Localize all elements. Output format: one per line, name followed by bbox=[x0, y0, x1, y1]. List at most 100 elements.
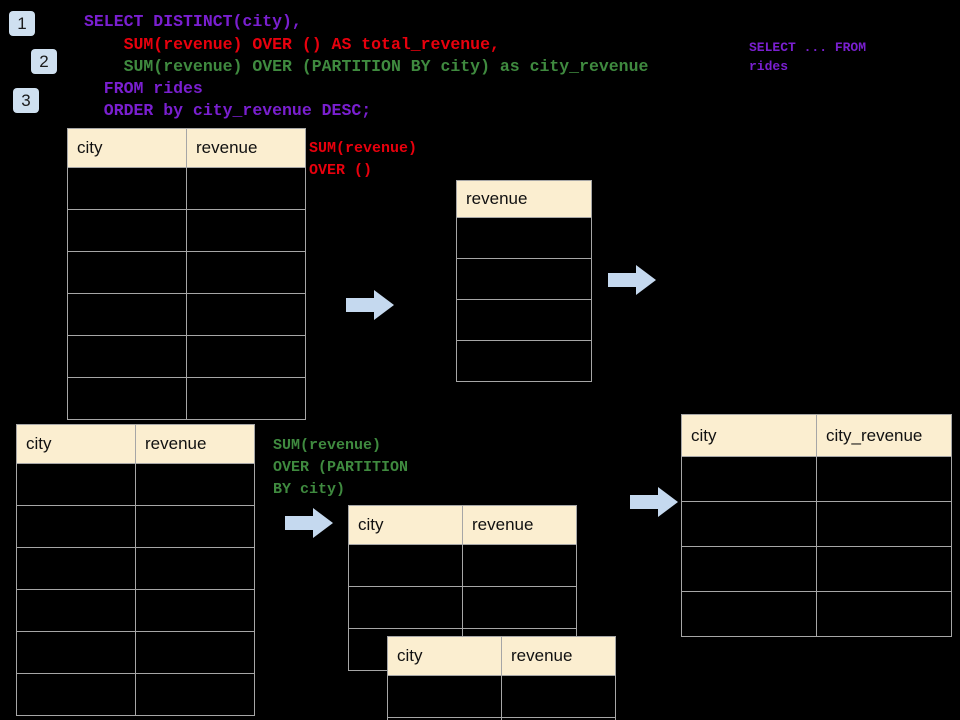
table-row bbox=[16, 463, 255, 506]
table-header-row: city revenue bbox=[67, 128, 306, 168]
side-note-line-2: rides bbox=[749, 59, 789, 74]
cell-city bbox=[16, 547, 136, 590]
final-result-table: city city_revenue bbox=[681, 414, 952, 637]
table-row bbox=[16, 547, 255, 590]
table-row bbox=[67, 293, 306, 336]
column-header-city-revenue: city_revenue bbox=[816, 414, 952, 457]
table-row bbox=[67, 251, 306, 294]
table-row bbox=[67, 377, 306, 420]
cell-city-revenue bbox=[816, 546, 952, 592]
table-row bbox=[681, 501, 952, 547]
annotation-total-revenue: SUM(revenue) OVER () bbox=[309, 140, 418, 179]
cell-city bbox=[67, 377, 187, 420]
sql-line-select-distinct: SELECT DISTINCT(city), bbox=[84, 12, 302, 31]
table-row bbox=[681, 546, 952, 592]
cell-revenue bbox=[501, 675, 616, 718]
cell-city-revenue bbox=[816, 501, 952, 547]
cell-city bbox=[681, 456, 817, 502]
table-row bbox=[67, 167, 306, 210]
cell-city bbox=[681, 501, 817, 547]
cell-revenue bbox=[462, 544, 577, 587]
table-row bbox=[387, 717, 616, 720]
table-header-row: city revenue bbox=[16, 424, 255, 464]
table-row bbox=[456, 217, 592, 259]
cell-revenue bbox=[135, 505, 255, 548]
table-row bbox=[681, 456, 952, 502]
cell-city bbox=[67, 335, 187, 378]
column-header-city: city bbox=[387, 636, 502, 676]
cell-revenue bbox=[456, 299, 592, 341]
cell-city-revenue bbox=[816, 591, 952, 637]
table-row bbox=[348, 544, 577, 587]
cell-revenue bbox=[462, 586, 577, 629]
cell-city bbox=[67, 293, 187, 336]
column-header-city: city bbox=[681, 414, 817, 457]
cell-revenue bbox=[135, 631, 255, 674]
cell-city bbox=[16, 589, 136, 632]
cell-revenue bbox=[135, 673, 255, 716]
arrow-partition-to-result bbox=[630, 487, 678, 522]
cell-revenue bbox=[186, 251, 306, 294]
column-header-city: city bbox=[348, 505, 463, 545]
table-row bbox=[456, 340, 592, 382]
column-header-revenue: revenue bbox=[186, 128, 306, 168]
sql-line-order-by: ORDER by city_revenue DESC; bbox=[84, 101, 372, 120]
step-badge-2: 2 bbox=[31, 49, 57, 74]
column-header-city: city bbox=[67, 128, 187, 168]
annotation-city-revenue: SUM(revenue) OVER (PARTITION BY city) bbox=[273, 437, 409, 498]
table-row bbox=[456, 258, 592, 300]
table-row bbox=[16, 631, 255, 674]
table-row bbox=[681, 591, 952, 637]
cell-city bbox=[67, 209, 187, 252]
cell-revenue bbox=[186, 293, 306, 336]
column-header-city: city bbox=[16, 424, 136, 464]
column-header-revenue: revenue bbox=[135, 424, 255, 464]
step-badge-3: 3 bbox=[13, 88, 39, 113]
cell-city bbox=[16, 463, 136, 506]
table-row bbox=[67, 209, 306, 252]
sql-line-city-revenue: SUM(revenue) OVER (PARTITION BY city) as… bbox=[84, 57, 649, 76]
step-badge-1: 1 bbox=[9, 11, 35, 36]
cell-city bbox=[348, 544, 463, 587]
cell-city bbox=[16, 505, 136, 548]
table-header-row: city revenue bbox=[348, 505, 577, 545]
table-row bbox=[387, 675, 616, 718]
cell-revenue bbox=[186, 377, 306, 420]
total-revenue-table: revenue bbox=[456, 180, 592, 382]
cell-revenue bbox=[135, 589, 255, 632]
cell-city bbox=[681, 546, 817, 592]
rides-source-table: city revenue bbox=[67, 128, 306, 420]
cell-city bbox=[681, 591, 817, 637]
table-row bbox=[16, 589, 255, 632]
cell-city bbox=[16, 673, 136, 716]
partition-group-table-b: city revenue bbox=[387, 636, 616, 720]
table-row bbox=[456, 299, 592, 341]
table-row bbox=[67, 335, 306, 378]
cell-city bbox=[16, 631, 136, 674]
cell-revenue bbox=[135, 463, 255, 506]
arrow-total-to-result bbox=[608, 265, 656, 300]
cell-revenue bbox=[186, 335, 306, 378]
cell-city bbox=[348, 586, 463, 629]
cell-revenue bbox=[186, 209, 306, 252]
cell-revenue bbox=[186, 167, 306, 210]
arrow-source-to-partition bbox=[285, 508, 333, 543]
cell-city bbox=[67, 167, 187, 210]
table-header-row: city revenue bbox=[387, 636, 616, 676]
cell-city bbox=[67, 251, 187, 294]
table-row bbox=[16, 673, 255, 716]
table-row bbox=[348, 586, 577, 629]
table-row bbox=[16, 505, 255, 548]
cell-revenue bbox=[456, 340, 592, 382]
rides-source-table-lower: city revenue bbox=[16, 424, 255, 716]
cell-revenue bbox=[501, 717, 616, 720]
column-header-revenue: revenue bbox=[501, 636, 616, 676]
table-header-row: revenue bbox=[456, 180, 592, 218]
table-header-row: city city_revenue bbox=[681, 414, 952, 457]
cell-revenue bbox=[456, 217, 592, 259]
sql-line-from: FROM rides bbox=[84, 79, 203, 98]
cell-city-revenue bbox=[816, 456, 952, 502]
cell-revenue bbox=[456, 258, 592, 300]
cell-city bbox=[387, 675, 502, 718]
